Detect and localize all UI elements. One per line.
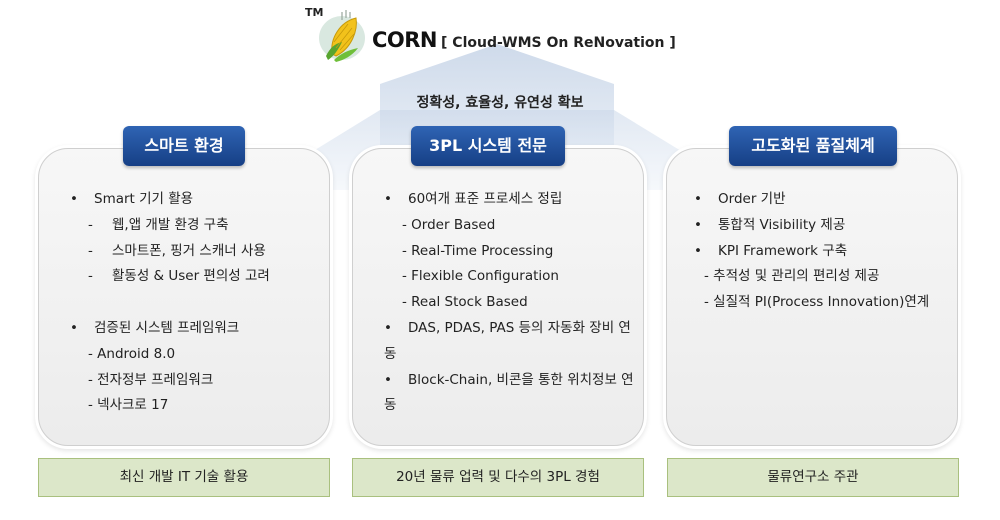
card-quality-system-body: •Order 기반 •통합적 Visibility 제공 •KPI Framew… (694, 187, 956, 316)
list-item: -웹,앱 개발 환경 구축 (70, 213, 330, 239)
brand-title: CORN[ Cloud-WMS On ReNovation ] (372, 28, 676, 52)
brand-name: CORN (372, 28, 438, 52)
footer-quality-system: 물류연구소 주관 (667, 458, 959, 497)
bullet: • (694, 191, 702, 207)
card-smart-environment-body: •Smart 기기 활용 -웹,앱 개발 환경 구축 -스마트폰, 핑거 스캐너… (70, 187, 330, 419)
list-item: •검증된 시스템 프레임워크 (70, 316, 330, 342)
list-item: •Smart 기기 활용 (70, 187, 330, 213)
list-item: •Block-Chain, 비콘을 통한 위치정보 연동 (384, 368, 636, 420)
list-item: - Real Stock Based (402, 294, 528, 311)
dash: - (88, 268, 93, 285)
card-quality-system (666, 148, 958, 446)
list-item: -스마트폰, 핑거 스캐너 사용 (70, 239, 330, 265)
dash: - (88, 242, 93, 259)
list-item: •Order 기반 (694, 187, 956, 213)
dash: - (88, 216, 93, 233)
list-item: •통합적 Visibility 제공 (694, 213, 956, 239)
list-item: - Order Based (402, 216, 496, 233)
brand-subtitle: [ Cloud-WMS On ReNovation ] (441, 35, 676, 51)
card-3pl-system-body: •60여개 표준 프로세스 정립 - Order Based - Real-Ti… (384, 187, 636, 419)
list-item: •KPI Framework 구축 (694, 239, 956, 265)
card-smart-environment (38, 148, 330, 446)
list-item: - Real-Time Processing (402, 242, 554, 259)
bullet: • (70, 319, 78, 336)
list-item: •60여개 표준 프로세스 정립 (384, 187, 636, 213)
bullet: • (70, 191, 78, 207)
footer-3pl-system: 20년 물류 업력 및 다수의 3PL 경험 (352, 458, 644, 497)
list-item: - Android 8.0 (88, 345, 176, 362)
list-item: - 실질적 PI(Process Innovation)연계 (704, 294, 930, 311)
list-item: - 넥사크로 17 (88, 397, 169, 414)
bullet: • (384, 319, 392, 336)
list-item: •DAS, PDAS, PAS 등의 자동화 장비 연동 (384, 316, 636, 368)
list-item: - 추적성 및 관리의 편리성 제공 (704, 268, 880, 285)
bullet: • (384, 371, 392, 388)
list-item: -활동성 & User 편의성 고려 (70, 264, 330, 290)
tag-smart-environment: 스마트 환경 (123, 126, 245, 166)
trademark-label: TM (305, 6, 324, 19)
list-item: - 전자정부 프레임워크 (88, 371, 214, 388)
bullet: • (384, 191, 392, 207)
tag-3pl-system: 3PL 시스템 전문 (411, 126, 565, 166)
card-3pl-system (352, 148, 644, 446)
corn-logo-icon (319, 10, 365, 62)
list-item: - Flexible Configuration (402, 268, 559, 285)
goal-text: 정확성, 효율성, 유연성 확보 (416, 95, 584, 111)
bullet: • (694, 216, 702, 233)
tag-quality-system: 고도화된 품질체계 (729, 126, 897, 166)
bullet: • (694, 242, 702, 259)
footer-smart-environment: 최신 개발 IT 기술 활용 (38, 458, 330, 497)
